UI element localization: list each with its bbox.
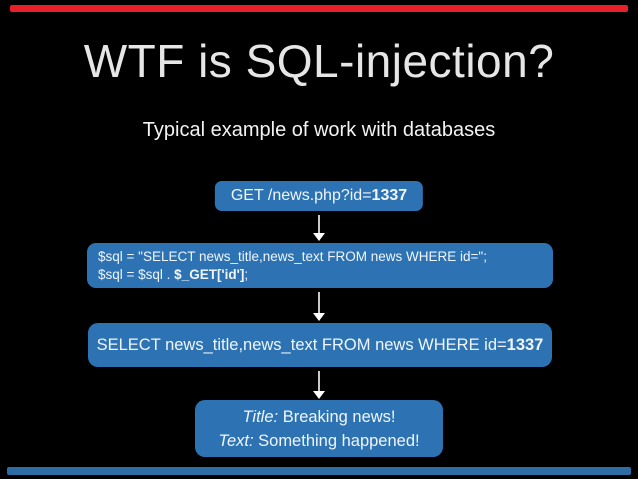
arrow-head [313,313,325,321]
php-code-line1: $sql = "SELECT news_title,news_text FROM… [98,249,487,264]
arrow-shaft [318,292,320,313]
http-request-id-value: 1337 [371,187,408,204]
php-code-box: $sql = "SELECT news_title,news_text FROM… [87,243,553,288]
sql-query-id-value: 1337 [506,336,544,354]
result-line2: Text: Something happened! [195,429,443,453]
http-request-box: GET /news.php?id=1337 [214,181,424,211]
result-text-text: Something happened! [253,432,420,450]
arrow-shaft [318,215,320,233]
arrow-shaft [318,371,320,391]
result-line1: Title: Breaking news! [195,405,443,429]
php-code-line2: $sql = $sql . $_GET['id']; [98,266,542,284]
bottom-accent-bar [7,467,631,475]
query-result-box: Title: Breaking news! Text: Something ha… [195,400,443,457]
arrow-head [313,391,325,399]
php-code-line2-prefix: $sql = $sql . [98,266,175,282]
result-title-text: Breaking news! [278,408,396,426]
http-request-text: GET /news.php?id= [230,187,372,204]
down-arrow-icon [313,215,325,241]
sql-query-text: SELECT news_title,news_text FROM news WH… [96,336,507,354]
result-text-label: Text: [218,432,254,450]
arrow-head [313,233,325,241]
php-code-line2-get-param: $_GET['id'] [174,266,245,282]
down-arrow-icon [313,371,325,399]
result-title-label: Title: [242,408,279,426]
top-accent-bar [10,5,628,12]
down-arrow-icon [313,292,325,321]
sql-query-box: SELECT news_title,news_text FROM news WH… [88,323,552,367]
php-code-line2-suffix: ; [244,266,249,282]
page-subtitle: Typical example of work with databases [142,119,496,141]
page-title: WTF is SQL-injection? [83,35,555,87]
